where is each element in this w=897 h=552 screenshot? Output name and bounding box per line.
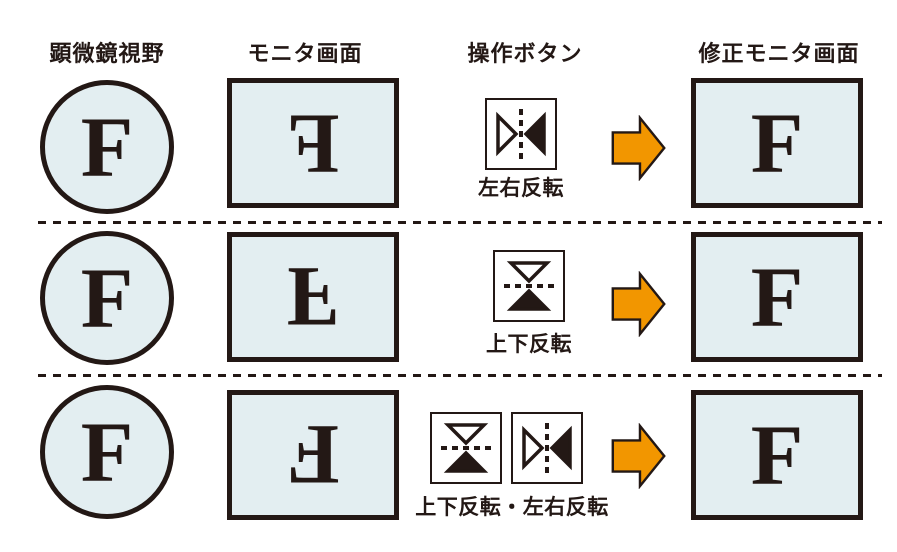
flip-vertical-button (430, 412, 502, 484)
flip-horizontal-icon (522, 423, 572, 473)
row-divider (38, 374, 882, 377)
header-operation-button: 操作ボタン (467, 42, 583, 67)
flip-horizontal-label: 左右反転 (478, 176, 564, 200)
header-microscope-view: 顕微鏡視野 (49, 42, 165, 67)
corrected-monitor-screen: F (691, 232, 863, 362)
flip-vertical-label: 上下反転 (486, 332, 572, 356)
microscope-view-circle: F (40, 385, 174, 519)
corrected-monitor-screen: F (691, 390, 863, 520)
header-monitor-screen: モニタ画面 (247, 42, 363, 67)
letter-f: F (750, 95, 804, 191)
letter-f-mirrored: F (286, 95, 340, 191)
flip-vertical-button (493, 250, 565, 322)
flip-horizontal-button (511, 412, 583, 484)
flip-horizontal-button (485, 98, 557, 170)
flip-vertical-icon (504, 261, 554, 311)
monitor-screen: F (227, 232, 399, 362)
flip-horizontal-icon (496, 109, 546, 159)
row-divider (38, 221, 882, 224)
microscope-view-circle: F (40, 80, 174, 214)
corrected-monitor-screen: F (691, 78, 863, 208)
letter-f-rotated: F (286, 407, 340, 503)
letter-f: F (80, 250, 134, 346)
flip-vertical-icon (441, 423, 491, 473)
letter-f: F (750, 249, 804, 345)
letter-f-vflipped: F (286, 249, 340, 345)
monitor-screen: F (227, 78, 399, 208)
right-arrow-icon (611, 423, 666, 489)
header-corrected-monitor-screen: 修正モニタ画面 (698, 42, 860, 67)
monitor-screen: F (227, 390, 399, 520)
letter-f: F (750, 407, 804, 503)
flip-both-label: 上下反転・左右反転 (415, 495, 609, 519)
letter-f: F (80, 404, 134, 500)
microscope-view-circle: F (40, 231, 174, 365)
letter-f: F (80, 99, 134, 195)
right-arrow-icon (611, 271, 666, 337)
right-arrow-icon (611, 115, 666, 181)
